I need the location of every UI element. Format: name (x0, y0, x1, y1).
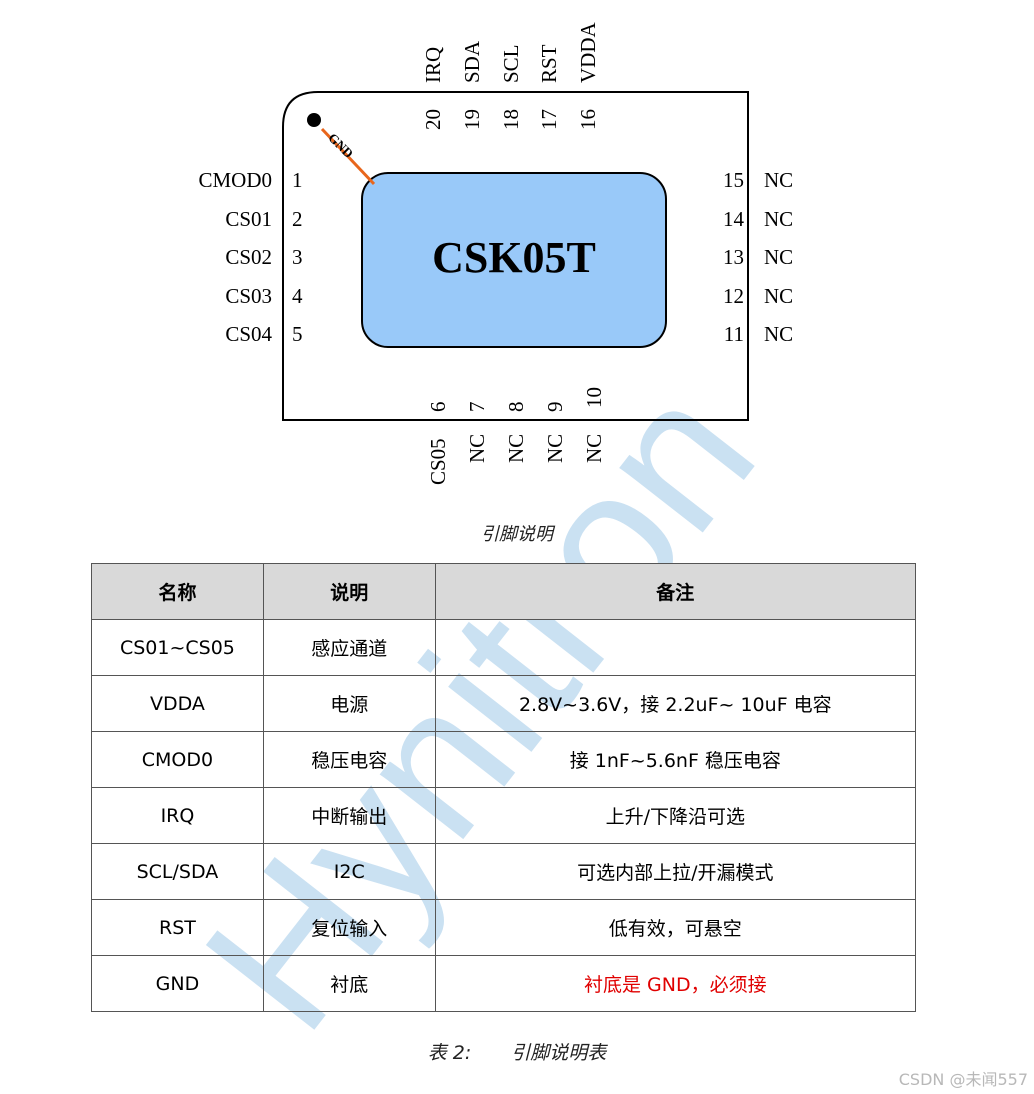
chip-body (282, 91, 749, 421)
cell-desc: 感应通道 (262, 619, 436, 676)
pin-number: 5 (292, 322, 303, 346)
table-caption-title: 引脚说明表 (511, 1042, 607, 1064)
cell-note (434, 619, 917, 676)
pin-name: SCL (499, 44, 523, 83)
pin-number: 15 (723, 168, 744, 192)
pin-number: 19 (460, 109, 484, 130)
cell-name: SCL/SDA (91, 843, 264, 900)
cell-name: GND (91, 955, 264, 1012)
pin-number: 14 (723, 207, 744, 231)
column-header: 备注 (434, 563, 917, 620)
table-row: GND 衬底 衬底是 GND，必须接 (91, 955, 917, 1012)
table-row: VDDA 电源 2.8V~3.6V，接 2.2uF~ 10uF 电容 (91, 675, 917, 732)
cell-note: 可选内部上拉/开漏模式 (434, 843, 917, 900)
table-row: CS01~CS05 感应通道 (91, 619, 917, 676)
pin-number: 7 (465, 401, 489, 413)
pin-number: 4 (292, 284, 303, 308)
pin-name: NC (764, 168, 794, 192)
cell-desc: 中断输出 (262, 787, 436, 844)
source-credit: CSDN @未闻557 (898, 1070, 1028, 1089)
pin-name: CS05 (426, 438, 450, 485)
pin-number: 16 (576, 109, 600, 130)
pin-name: NC (504, 433, 528, 463)
gnd-line (320, 127, 376, 186)
cell-note: 低有效，可悬空 (434, 899, 917, 956)
pin-number: 12 (723, 284, 744, 308)
column-header: 说明 (262, 563, 436, 620)
cell-note: 接 1nF~5.6nF 稳压电容 (434, 731, 917, 788)
cell-name: IRQ (91, 787, 264, 844)
cell-name: VDDA (91, 675, 264, 732)
cell-note: 上升/下降沿可选 (434, 787, 917, 844)
table-row: SCL/SDA I2C 可选内部上拉/开漏模式 (91, 843, 917, 900)
pin-number: 17 (537, 109, 561, 130)
pin-name: NC (582, 433, 606, 463)
cell-name: CMOD0 (91, 731, 264, 788)
chip-pad (361, 172, 667, 348)
pin-number: 9 (543, 401, 567, 413)
pin-number: 11 (723, 322, 744, 346)
pin-name: NC (764, 322, 794, 346)
pin-number: 13 (723, 245, 744, 269)
pin1-dot (307, 113, 321, 127)
cell-desc: I2C (262, 843, 436, 900)
table-row: CMOD0 稳压电容 接 1nF~5.6nF 稳压电容 (91, 731, 917, 788)
pin-name: RST (537, 44, 561, 83)
pin-number: 20 (421, 109, 445, 130)
pin-name: NC (465, 433, 489, 463)
chip-diagram (282, 91, 749, 421)
pin-number: 6 (426, 401, 450, 413)
cell-desc: 复位输入 (262, 899, 436, 956)
pin-name: NC (764, 284, 794, 308)
pin-number: 2 (292, 207, 303, 231)
cell-desc: 衬底 (262, 955, 436, 1012)
cell-desc: 电源 (262, 675, 436, 732)
pin-name: IRQ (421, 46, 445, 83)
pin-name: VDDA (576, 22, 600, 83)
cell-name: RST (91, 899, 264, 956)
pin-number: 10 (582, 387, 606, 408)
cell-note-warning: 衬底是 GND，必须接 (434, 955, 917, 1012)
figure-caption: 引脚说明 (481, 524, 553, 545)
cell-desc: 稳压电容 (262, 731, 436, 788)
pin-name: CS01 (225, 207, 272, 231)
table-header-row: 名称 说明 备注 (91, 563, 917, 620)
pin-name: NC (764, 245, 794, 269)
pin-name: SDA (460, 40, 484, 83)
cell-note: 2.8V~3.6V，接 2.2uF~ 10uF 电容 (434, 675, 917, 732)
pin-name: CS02 (225, 245, 272, 269)
column-header: 名称 (91, 563, 264, 620)
table-row: IRQ 中断输出 上升/下降沿可选 (91, 787, 917, 844)
pin-number: 3 (292, 245, 303, 269)
pin-number: 18 (499, 109, 523, 130)
pin-table: 名称 说明 备注 CS01~CS05 感应通道 VDDA 电源 2.8V~3.6… (91, 563, 917, 1012)
cell-name: CS01~CS05 (91, 619, 264, 676)
pin-number: 8 (504, 401, 528, 413)
pin-name: CS03 (225, 284, 272, 308)
table-row: RST 复位输入 低有效，可悬空 (91, 899, 917, 956)
pin-name: CS04 (225, 322, 272, 346)
pin-name: NC (764, 207, 794, 231)
chip-name: CSK05T (432, 233, 596, 282)
table-caption-label: 表 2: (427, 1042, 472, 1064)
pin-name: NC (543, 433, 567, 463)
table-caption: 表 2: 引脚说明表 (0, 1038, 1034, 1065)
pin-name: CMOD0 (198, 168, 272, 192)
pin-number: 1 (292, 168, 303, 192)
